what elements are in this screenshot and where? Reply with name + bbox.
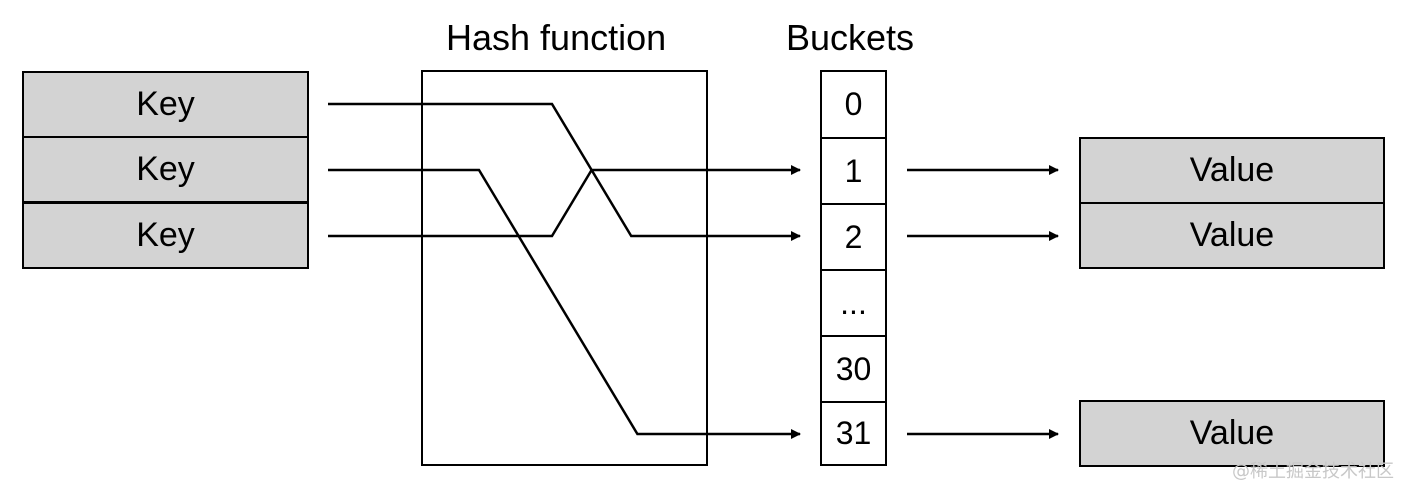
hash-line-3: [328, 165, 801, 238]
hash-line-2: [328, 168, 801, 439]
bucket-2: 2: [822, 205, 885, 271]
bucket-0: 0: [822, 72, 885, 139]
hash-function-box: [421, 70, 708, 466]
bucket-value-arrows: [907, 165, 1059, 439]
value-box-3: Value: [1079, 400, 1385, 467]
bucket-ellipsis: ...: [822, 271, 885, 337]
bucket-column: 0 1 2 ... 30 31: [820, 70, 887, 466]
hash-function-heading: Hash function: [446, 17, 667, 58]
bucket-1: 1: [822, 139, 885, 205]
value-box-2: Value: [1079, 202, 1385, 269]
hash-mapping-lines: [328, 102, 801, 439]
bucket-31: 31: [835, 415, 872, 451]
bucket-30: 30: [822, 337, 885, 403]
key-box-3: Key: [22, 202, 309, 269]
key-box-2: Key: [22, 136, 309, 203]
buckets-heading: Buckets: [786, 17, 915, 58]
watermark: @稀土掘金技术社区: [1232, 461, 1394, 482]
value-box-1: Value: [1079, 137, 1385, 204]
